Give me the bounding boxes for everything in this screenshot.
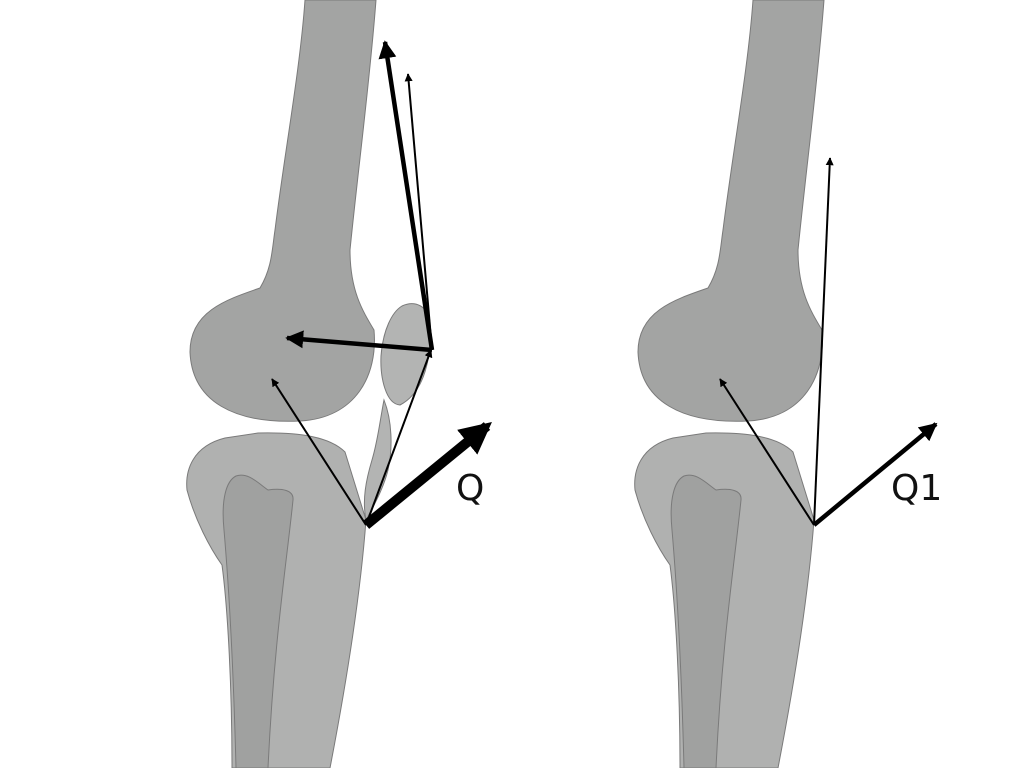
left-thin-vector-to-patella xyxy=(365,349,433,526)
left-resultant-vector-q xyxy=(362,421,492,529)
right-fibula xyxy=(670,474,742,768)
right-force-label: Q1 xyxy=(891,468,942,509)
left-thin-vector-to-femur xyxy=(271,378,367,526)
right-thin-vector-up xyxy=(813,157,834,526)
right-knee-diagram: Q1 xyxy=(634,0,942,768)
left-medium-vector-up xyxy=(378,40,435,351)
left-femur xyxy=(189,0,377,422)
right-thin-vector-to-femur xyxy=(719,378,815,526)
left-medium-vector-posterior xyxy=(285,330,433,353)
right-femur xyxy=(637,0,825,422)
left-force-label: Q xyxy=(456,468,484,509)
left-fibula xyxy=(222,474,294,768)
left-patella xyxy=(380,303,431,406)
right-resultant-vector-q1 xyxy=(812,422,938,527)
left-thin-vector-up xyxy=(404,73,433,351)
left-knee-diagram: Q xyxy=(186,0,492,768)
